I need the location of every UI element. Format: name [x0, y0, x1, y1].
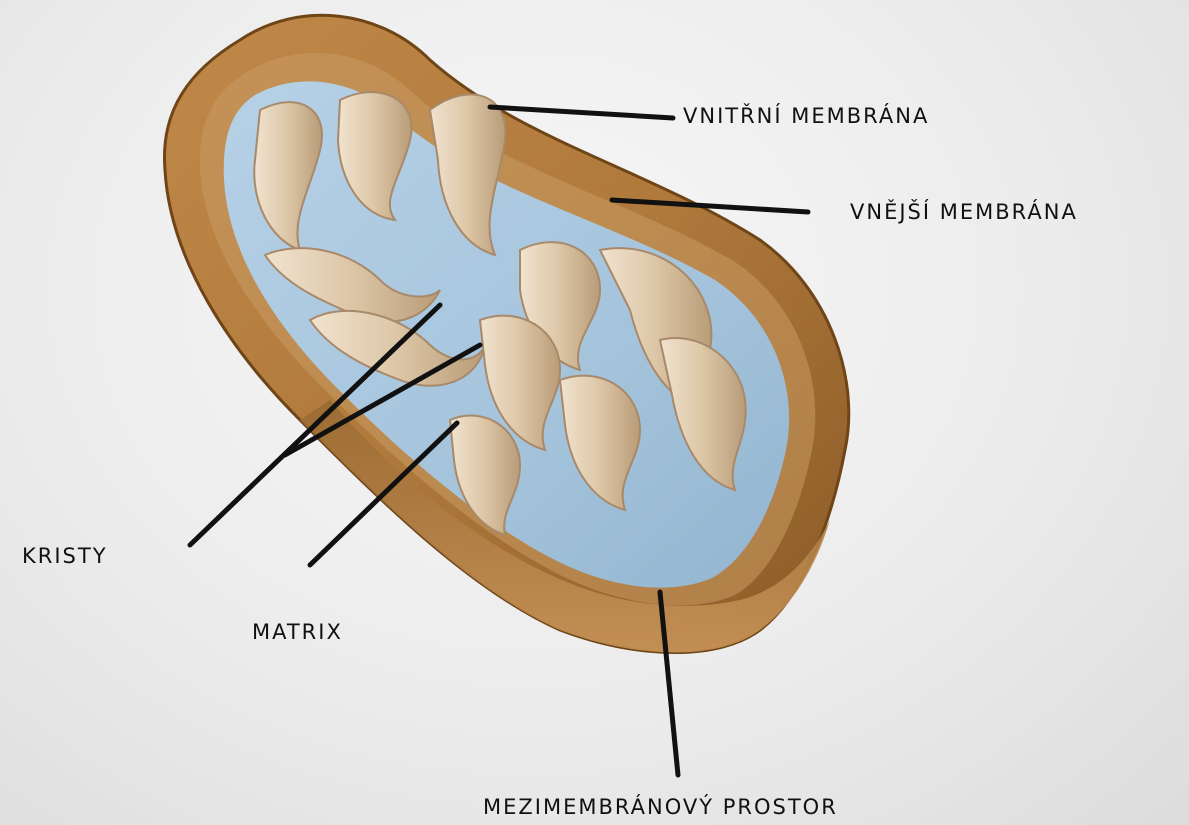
label-cristae: KRISTY: [22, 546, 108, 567]
leader-line-inner-membrane: [490, 107, 673, 118]
label-intermembrane-space: MEZIMEMBRÁNOVÝ PROSTOR: [483, 797, 838, 818]
label-outer-membrane: VNĚJŠÍ MEMBRÁNA: [850, 202, 1078, 223]
label-inner-membrane: VNITŘNÍ MEMBRÁNA: [683, 106, 929, 127]
label-matrix: MATRIX: [252, 622, 343, 643]
